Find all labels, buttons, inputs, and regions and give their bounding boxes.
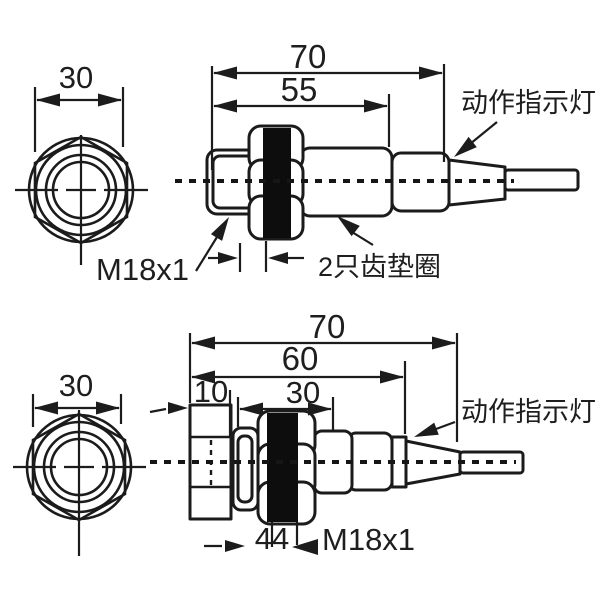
dim-70-bottom: 70 [188, 308, 459, 442]
top-side-view: 70 55 M18x1 2只齿垫圈 [96, 38, 596, 287]
crosshair-centerlines [13, 410, 146, 556]
dim-10-label: 10 [194, 374, 228, 409]
washers-label-top: 2只齿垫圈 [318, 216, 441, 282]
dim-30-label: 30 [59, 60, 93, 95]
dim-44-label: 44 [255, 521, 289, 556]
bottom-front-view: 30 [13, 368, 146, 556]
dim-70-label: 70 [309, 308, 346, 345]
dim-55-label: 55 [281, 71, 318, 108]
led-label-bottom: 动作指示灯 [414, 397, 596, 437]
washer-callout-top [208, 241, 304, 272]
cable [503, 168, 580, 192]
bottom-side-view: 70 60 30 10 44 [149, 308, 596, 557]
cable-boot [447, 158, 507, 207]
top-front-view: 30 [15, 60, 148, 265]
dim-30-label: 30 [59, 368, 93, 403]
dim-55-top: 55 [213, 71, 391, 147]
led-label-top: 动作指示灯 [454, 88, 596, 157]
thread-label-bottom: M18x1 [292, 522, 415, 557]
dim-70-top: 70 [210, 38, 446, 170]
dim-10-bottom: 10 [149, 374, 232, 437]
washer-callout-bottom: 44 [204, 521, 299, 556]
dim-30-top-front: 30 [33, 60, 125, 152]
thread-label-top: M18x1 [96, 217, 229, 287]
groove-ring [231, 426, 260, 512]
thread-label-text: M18x1 [96, 252, 189, 287]
dim-60-label: 60 [282, 340, 319, 377]
led-label-text: 动作指示灯 [461, 397, 596, 427]
dim-60-bottom: 60 [191, 340, 407, 434]
tooth-washers-band [267, 413, 298, 522]
dim-30-label: 30 [286, 375, 320, 410]
washers-label-text: 2只齿垫圈 [318, 252, 441, 282]
dim-30-bottom-mid: 30 [236, 375, 335, 430]
thread-label-text: M18x1 [322, 522, 415, 557]
sensor-body [346, 431, 394, 492]
dim-30-bottom-front: 30 [31, 368, 123, 427]
led-label-text: 动作指示灯 [461, 88, 596, 118]
crosshair-centerlines [15, 135, 148, 265]
dim-70-label: 70 [290, 38, 327, 75]
